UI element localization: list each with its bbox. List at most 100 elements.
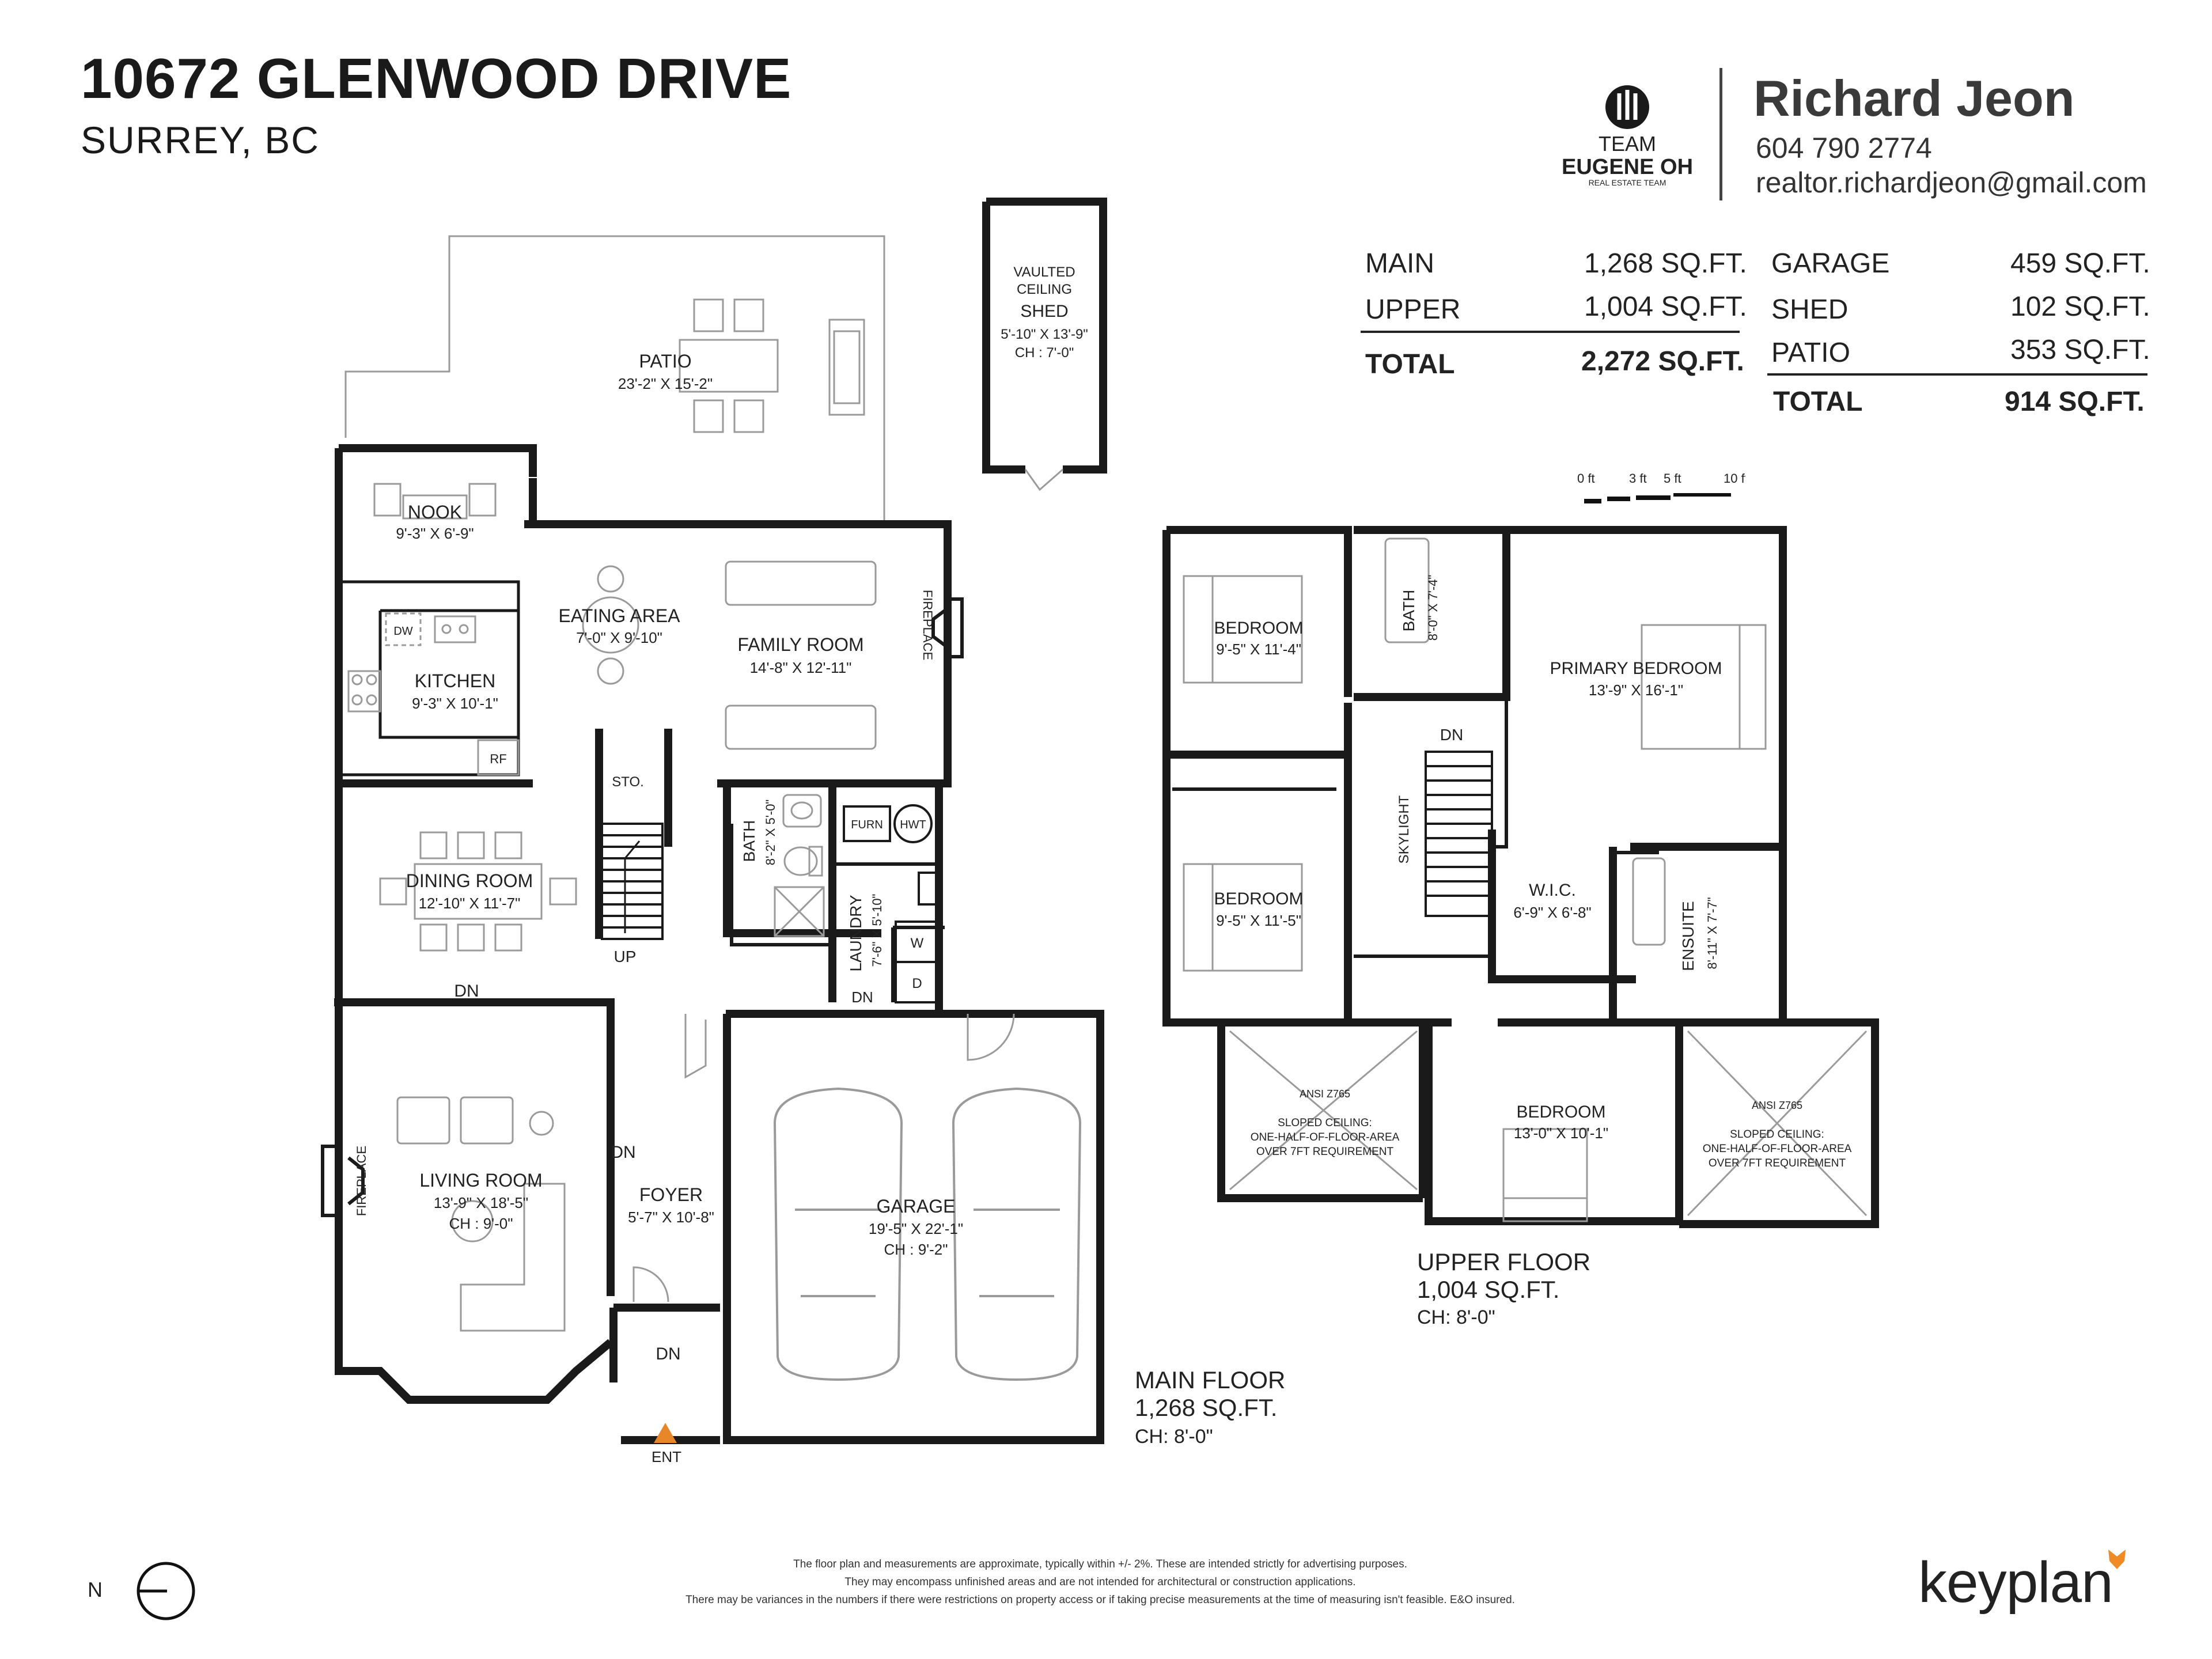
upper-bed3-name: BEDROOM [1516, 1103, 1605, 1122]
upper-floor-plan [1162, 526, 1879, 1228]
nook-dims: 9'-3" X 6'-9" [396, 525, 474, 542]
main-floor-ch: CH: 8'-0" [1135, 1426, 1213, 1448]
dn-label-dining: DN [454, 982, 479, 1001]
area-total-value: 2,272 SQ.FT. [1581, 346, 1744, 377]
upper-floor-area: 1,004 SQ.FT. [1417, 1276, 1559, 1303]
primary-dims: 13'-9" X 16'-1" [1589, 681, 1683, 699]
washer-label: W [911, 935, 924, 951]
scale-bar: 0 ft 3 ft 5 ft 10 ft [1577, 472, 1745, 503]
area-other-total-label: TOTAL [1773, 387, 1863, 417]
upper-floor-ch: CH: 8'-0" [1417, 1306, 1495, 1328]
upper-dn-label: DN [1440, 726, 1463, 744]
area-main-label: MAIN [1365, 248, 1434, 279]
area-main-value: 1,268 SQ.FT. [1584, 248, 1747, 279]
main-floor-area: 1,268 SQ.FT. [1135, 1394, 1277, 1421]
sloped-right-line3: OVER 7FT REQUIREMENT [1709, 1157, 1846, 1169]
dw-label: DW [393, 625, 412, 638]
eating-dims: 7'-0" X 9'-10" [576, 629, 662, 646]
primary-name: PRIMARY BEDROOM [1550, 659, 1722, 678]
sloped-right-code: ANSI Z765 [1752, 1100, 1802, 1111]
disclaimer-line: There may be variances in the numbers if… [685, 1594, 1515, 1606]
keyplan-logo: keyplan [1918, 1550, 2126, 1616]
wic-name: W.I.C. [1529, 881, 1576, 900]
nook-table-icon [373, 483, 497, 520]
svg-text:TEAM: TEAM [1599, 132, 1656, 156]
garage-dims: 19'-5" X 22'-1" [869, 1220, 963, 1237]
upper-bed1-name: BEDROOM [1214, 619, 1303, 638]
upper-bath-name: BATH [1400, 590, 1418, 632]
furn-label: FURN [851, 819, 883, 831]
patio-name: PATIO [639, 351, 691, 372]
foyer-name: FOYER [639, 1184, 703, 1205]
area-shed-value: 102 SQ.FT. [2010, 291, 2150, 322]
shed-ch: CH : 7'-0" [1015, 345, 1074, 361]
sloped-right-line2: ONE-HALF-OF-FLOOR-AREA [1703, 1143, 1852, 1155]
svg-text:10 ft: 10 ft [1724, 472, 1745, 486]
sloped-left-line2: ONE-HALF-OF-FLOOR-AREA [1251, 1131, 1400, 1143]
sloped-right-line1: SLOPED CEILING: [1730, 1128, 1824, 1141]
main-floor-walls [334, 444, 1104, 1444]
area-shed-label: SHED [1771, 294, 1849, 325]
garage-name: GARAGE [877, 1196, 956, 1217]
area-other-total-value: 914 SQ.FT. [2005, 387, 2145, 417]
property-city: SURREY, BC [81, 119, 320, 161]
upper-bed2-name: BEDROOM [1214, 889, 1303, 908]
main-stairs [601, 823, 664, 940]
entry-marker-icon [654, 1423, 677, 1443]
dining-name: DINING ROOM [406, 870, 533, 891]
patio-dims: 23'-2" X 15'-2" [618, 375, 713, 392]
header-divider [1719, 68, 1722, 200]
living-name: LIVING ROOM [419, 1170, 542, 1191]
shed-walls [982, 198, 1107, 474]
living-sofa-icon [396, 1096, 566, 1332]
shed-name: SHED [1020, 302, 1068, 321]
living-ch: CH : 9'-0" [449, 1215, 513, 1232]
area-upper-value: 1,004 SQ.FT. [1584, 291, 1747, 322]
area-garage-label: GARAGE [1771, 248, 1890, 279]
shed-dims: 5'-10" X 13'-9" [1001, 327, 1088, 342]
upper-bed3-dims: 13'-0" X 10'-1" [1514, 1124, 1608, 1142]
family-dims: 14'-8" X 12'-11" [750, 659, 852, 676]
living-fireplace-icon [321, 1145, 365, 1217]
sloped-left-code: ANSI Z765 [1300, 1088, 1350, 1100]
svg-text:3 ft: 3 ft [1629, 472, 1647, 486]
kitchen-name: KITCHEN [415, 671, 495, 691]
dryer-label: D [912, 976, 922, 991]
north-arrow: N [88, 1562, 195, 1620]
family-name: FAMILY ROOM [737, 634, 863, 655]
main-floor-plan [321, 198, 1107, 1444]
sto-label: STO. [612, 774, 644, 790]
property-address: 10672 GLENWOOD DRIVE [81, 47, 792, 110]
area-patio-label: PATIO [1771, 338, 1850, 368]
sloped-left-line1: SLOPED CEILING: [1278, 1117, 1372, 1129]
skylight-label: SKYLIGHT [1396, 795, 1412, 863]
dn-label-laundry: DN [851, 988, 873, 1006]
living-dims: 13'-9" X 18'-5" [434, 1194, 528, 1211]
kitchen-dims: 9'-3" X 10'-1" [412, 695, 498, 712]
dn-label-foyer: DN [611, 1143, 635, 1162]
patio-outline [344, 235, 885, 524]
agent-email[interactable]: realtor.richardjeon@gmail.com [1756, 166, 2147, 199]
svg-text:EUGENE OH: EUGENE OH [1562, 155, 1693, 179]
upper-bed1-dims: 9'-5" X 11'-4" [1216, 641, 1301, 658]
patio-table-icon [679, 298, 865, 433]
main-bath-name: BATH [740, 820, 758, 862]
agent-phone[interactable]: 604 790 2774 [1756, 132, 1932, 164]
area-garage-value: 459 SQ.FT. [2010, 248, 2150, 279]
garage-ch: CH : 9'-2" [884, 1241, 948, 1258]
hwt-label: HWT [900, 819, 926, 831]
upper-floor-title: UPPER FLOOR [1417, 1248, 1590, 1275]
up-label: UP [614, 948, 637, 965]
family-fireplace-label: FIREPLACE [921, 590, 935, 660]
eating-name: EATING AREA [558, 605, 680, 626]
team-eugene-oh-logo: TEAM EUGENE OH REAL ESTATE TEAM [1562, 85, 1693, 187]
dining-dims: 12'-10" X 11'-7" [419, 895, 521, 912]
main-bath-dims: 8'-2" X 5'-0" [763, 800, 778, 866]
main-bath-fixtures [774, 794, 825, 937]
area-patio-value: 353 SQ.FT. [2010, 335, 2150, 365]
sloped-left-line3: OVER 7FT REQUIREMENT [1256, 1146, 1394, 1158]
svg-text:0 ft: 0 ft [1577, 472, 1595, 486]
area-rule-2 [1767, 373, 2147, 376]
garage-cars-icon [773, 1087, 1082, 1381]
